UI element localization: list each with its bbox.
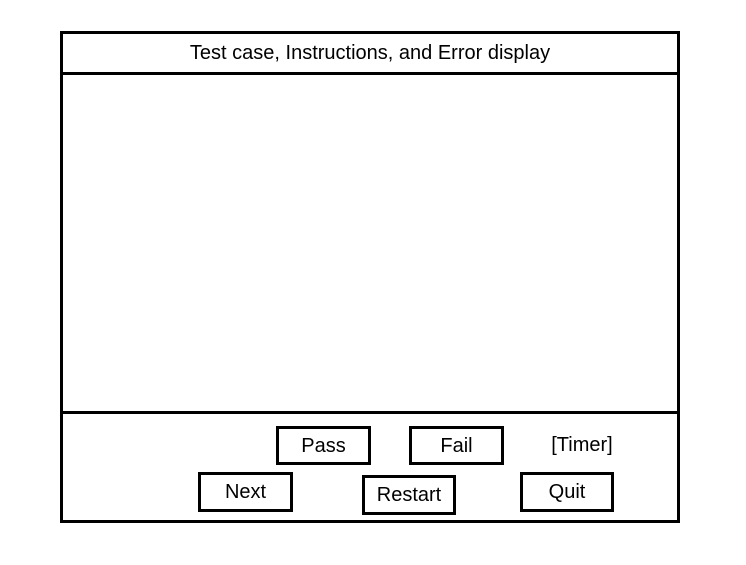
title-bar: Test case, Instructions, and Error displ… [63, 34, 677, 75]
timer-label: [Timer] [551, 434, 613, 456]
title-text: Test case, Instructions, and Error displ… [189, 42, 551, 64]
test-harness-window: Test case, Instructions, and Error displ… [60, 31, 680, 523]
control-bar: Pass Fail [Timer] Next Restart Quit [63, 414, 677, 520]
restart-button[interactable]: Restart [362, 475, 456, 515]
quit-button[interactable]: Quit [520, 472, 614, 512]
next-button[interactable]: Next [198, 472, 293, 512]
pass-button[interactable]: Pass [276, 426, 371, 465]
fail-button[interactable]: Fail [409, 426, 504, 465]
test-display-area [63, 75, 677, 414]
